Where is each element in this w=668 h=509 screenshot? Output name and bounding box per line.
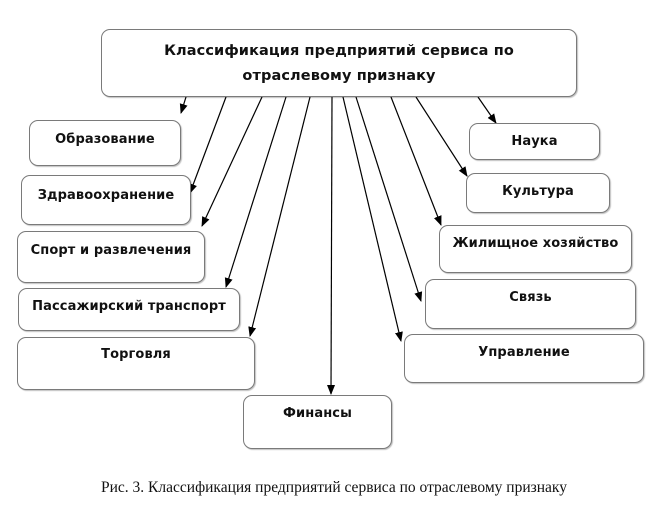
node-healthcare: Здравоохранение [21, 175, 191, 225]
node-transport-label: Пассажирский транспорт [32, 299, 226, 314]
edge-group [179, 96, 497, 395]
node-communication: Связь [425, 279, 636, 329]
node-communication-label: Связь [509, 290, 552, 305]
arrow-to-transport [224, 96, 287, 288]
node-finance: Финансы [243, 395, 392, 449]
arrow-to-housing [390, 96, 442, 226]
arrow-to-healthcare [189, 96, 227, 194]
node-housing: Жилищное хозяйство [439, 225, 632, 273]
arrow-to-trade [248, 96, 311, 337]
arrow-to-sport [201, 96, 263, 227]
node-sport: Спорт и развлечения [17, 231, 205, 283]
node-culture-label: Культура [502, 184, 574, 199]
arrow-to-culture [415, 96, 468, 177]
arrow-to-management [342, 96, 403, 342]
node-culture: Культура [466, 173, 610, 213]
node-management: Управление [404, 334, 644, 383]
node-healthcare-label: Здравоохранение [37, 188, 175, 203]
arrow-to-education [179, 96, 188, 114]
arrow-to-finance [327, 96, 336, 395]
arrow-to-communication [355, 96, 423, 302]
root-node: Классификация предприятий сервиса по отр… [101, 29, 577, 97]
node-finance-label: Финансы [283, 406, 352, 421]
node-sport-label: Спорт и развлечения [30, 243, 192, 258]
node-management-label: Управление [478, 345, 570, 360]
node-education: Образование [29, 120, 181, 166]
root-node-line1: Классификация предприятий сервиса по [164, 43, 514, 59]
root-node-line2: отраслевому признаку [242, 68, 436, 84]
node-housing-label: Жилищное хозяйство [452, 236, 619, 251]
node-education-label: Образование [55, 132, 155, 147]
node-transport: Пассажирский транспорт [18, 288, 240, 331]
node-trade-label: Торговля [101, 347, 171, 362]
node-science: Наука [469, 123, 600, 160]
node-science-label: Наука [511, 134, 558, 149]
figure-caption: Рис. 3. Классификация предприятий сервис… [101, 479, 567, 496]
node-trade: Торговля [17, 337, 255, 390]
arrow-to-science [477, 96, 497, 124]
